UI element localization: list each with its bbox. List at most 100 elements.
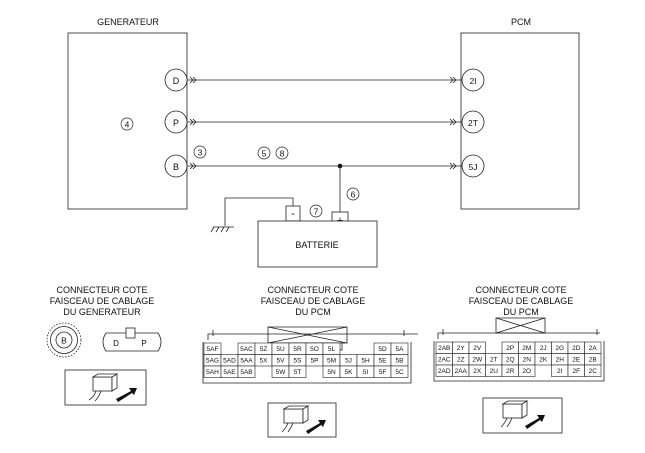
callout-6-label: 6: [351, 190, 356, 200]
pin-label: 2Z: [457, 357, 465, 364]
pin-label: 2AA: [455, 368, 468, 375]
connector-pcm1-title-line-2: FAISCEAU DE CABLAGE: [261, 296, 366, 306]
battery-label: BATTERIE: [295, 240, 338, 250]
pin-label: 5V: [277, 358, 286, 365]
pin-label: 2AD: [438, 368, 451, 375]
connector-gen-title-line-3: DU GENERATEUR: [63, 307, 141, 317]
pin-label: 2O: [522, 368, 531, 375]
connector-gen-title-line-1: CONNECTEUR COTE: [56, 285, 147, 295]
generator-terminal-d-label: D: [173, 76, 180, 86]
pin-label: 2D: [572, 345, 581, 352]
pin-label: 5C: [395, 369, 404, 376]
connector-gen-title-line-2: FAISCEAU DE CABLAGE: [50, 296, 155, 306]
generator-title: GENERATEUR: [97, 17, 159, 27]
connector-gen-title: CONNECTEUR COTE FAISCEAU DE CABLAGE DU G…: [50, 285, 155, 317]
pcm-terminal-5j-label: 5J: [469, 162, 478, 172]
pcm-title: PCM: [511, 17, 531, 27]
connector-pcm2-title-line-1: CONNECTEUR COTE: [475, 285, 566, 295]
connector-pcm2-title: CONNECTEUR COTE FAISCEAU DE CABLAGE DU P…: [469, 285, 574, 317]
callout-4-label: 4: [125, 120, 130, 130]
connector-gen-hand-icon: [64, 369, 147, 406]
connector-pcm1-title-line-3: DU PCM: [295, 307, 331, 317]
pin-label: 5R: [293, 346, 302, 353]
ground-wire: [210, 197, 294, 233]
callout-6: [346, 187, 360, 201]
pin-label: 5L: [328, 346, 336, 353]
pin-label: 5U: [276, 346, 285, 353]
pin-label: 2K: [539, 357, 548, 364]
pin-label: 2U: [490, 368, 499, 375]
pin-label: 5AC: [240, 346, 253, 353]
pin-label: 5H: [361, 358, 370, 365]
pin-label: 2P: [506, 345, 514, 352]
connector-pcm1-title: CONNECTEUR COTE FAISCEAU DE CABLAGE DU P…: [261, 285, 366, 317]
pin-cell: [518, 364, 536, 377]
battery-minus-label: -: [291, 208, 295, 220]
generator-terminal-p-label: P: [173, 118, 179, 128]
connector-pcm1-hand-icon: [267, 402, 337, 438]
callout-7: [309, 204, 323, 218]
pin-label: 5AE: [223, 369, 236, 376]
pin-label: 5AF: [207, 346, 219, 353]
pin-label: 5I: [363, 369, 369, 376]
pin-label: 2A: [589, 345, 598, 352]
pin-label: 5Z: [260, 346, 268, 353]
pin-label: 2E: [572, 357, 581, 364]
callout-5: [257, 146, 271, 160]
battery-box: [257, 220, 378, 268]
pin-label: 5AH: [206, 369, 219, 376]
pin-label: 2R: [506, 368, 515, 375]
pin-label: 5AD: [223, 358, 236, 365]
pin-cell: [237, 365, 256, 378]
pin-label: 5E: [379, 358, 388, 365]
pin-label: 2Y: [457, 345, 466, 352]
pin-label: 5M: [327, 358, 336, 365]
generator-terminal-b-label: B: [173, 162, 179, 172]
callout-4: [120, 117, 134, 131]
pin-label: 5D: [378, 346, 387, 353]
connector-pcm1-title-line-1: CONNECTEUR COTE: [267, 285, 358, 295]
pin-label: 2T: [490, 357, 498, 364]
pin-label: 5J: [345, 358, 352, 365]
pin-label: 2X: [473, 368, 482, 375]
pin-label: 5T: [294, 369, 302, 376]
pin-label: 2H: [556, 357, 565, 364]
pin-label: 2F: [572, 368, 580, 375]
pin-cell: [288, 365, 307, 378]
pin-label: 5AA: [240, 358, 253, 365]
pin-label: 2Q: [506, 357, 515, 364]
callout-3-label: 3: [198, 148, 203, 158]
pcm-terminal-2i-label: 2I: [469, 76, 476, 86]
pin-label: 2AC: [438, 357, 451, 364]
pin-label: 5S: [294, 358, 303, 365]
wire-p-2t: [187, 118, 462, 126]
connector-gen-pin-p: P: [141, 339, 146, 348]
callout-8: [275, 146, 289, 160]
pin-label: 5B: [396, 358, 404, 365]
pin-label: 5N: [327, 369, 336, 376]
pin-cell: [584, 364, 602, 377]
pin-label: 2I: [557, 368, 563, 375]
pin-label: 2C: [589, 368, 598, 375]
pin-label: 5K: [345, 369, 354, 376]
pin-label: 5AB: [240, 369, 252, 376]
callout-5-label: 5: [262, 149, 267, 159]
connector-pcm2-title-line-2: FAISCEAU DE CABLAGE: [469, 296, 574, 306]
pin-label: 2W: [472, 357, 483, 364]
connector-gen-pin-d: D: [113, 339, 119, 348]
connector-pcm2-hand-icon: [482, 397, 563, 434]
pin-label: 2AB: [438, 345, 450, 352]
pin-label: 5P: [311, 358, 319, 365]
pcm-terminal-2t-label: 2T: [468, 118, 478, 128]
pin-label: 5F: [379, 369, 387, 376]
pin-label: 2G: [555, 345, 564, 352]
pin-cell: [390, 365, 409, 378]
connector-gen-round-plug: B: [46, 322, 82, 358]
callout-8-label: 8: [280, 149, 285, 159]
pin-label: 5X: [260, 358, 269, 365]
callout-7-label: 7: [314, 207, 319, 217]
wire-d-2i: [187, 76, 462, 84]
